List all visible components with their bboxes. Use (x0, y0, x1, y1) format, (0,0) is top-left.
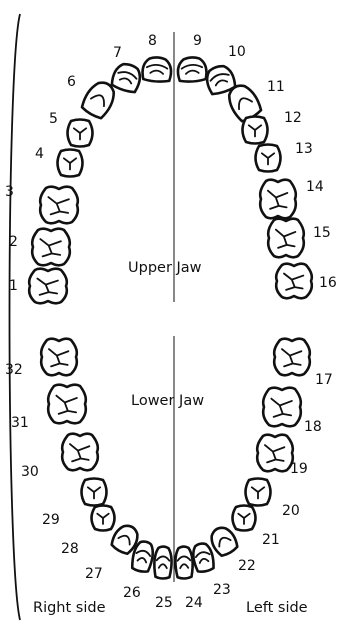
tooth-2[interactable] (32, 229, 70, 266)
tooth-number-9: 9 (193, 33, 202, 49)
tooth-17[interactable] (274, 339, 310, 376)
upper-jaw-label: Upper Jaw (128, 260, 202, 276)
tooth-8-crown (142, 57, 172, 83)
tooth-number-31: 31 (11, 415, 29, 431)
tooth-number-18: 18 (304, 419, 322, 435)
tooth-number-19: 19 (290, 461, 308, 477)
tooth-number-7: 7 (113, 45, 122, 61)
left-bracket (10, 14, 21, 620)
tooth-7[interactable] (110, 61, 143, 94)
right-side-label: Right side (33, 600, 106, 616)
tooth-number-14: 14 (306, 179, 324, 195)
tooth-number-32: 32 (5, 362, 23, 378)
tooth-number-15: 15 (313, 225, 331, 241)
tooth-30[interactable] (62, 434, 98, 471)
tooth-3[interactable] (40, 187, 78, 224)
tooth-number-8: 8 (148, 33, 157, 49)
tooth-number-3: 3 (5, 184, 14, 200)
tooth-1[interactable] (29, 269, 67, 304)
tooth-23-crown (191, 542, 215, 573)
tooth-number-10: 10 (228, 44, 246, 60)
tooth-23[interactable] (191, 542, 215, 573)
tooth-15-crown (268, 219, 304, 258)
tooth-19-crown (257, 435, 293, 472)
tooth-28[interactable] (92, 506, 115, 531)
left-side-label: Left side (246, 600, 308, 616)
tooth-31-crown (48, 385, 86, 424)
tooth-number-12: 12 (284, 110, 302, 126)
tooth-32-crown (41, 339, 77, 376)
tooth-number-22: 22 (238, 558, 256, 574)
tooth-9-crown (177, 57, 207, 83)
tooth-number-30: 30 (21, 464, 39, 480)
tooth-number-16: 16 (319, 275, 337, 291)
tooth-25-crown (154, 546, 172, 579)
teeth-layer (29, 57, 312, 579)
tooth-18[interactable] (263, 388, 301, 427)
tooth-number-20: 20 (282, 503, 300, 519)
lower-jaw-label: Lower Jaw (131, 393, 204, 409)
tooth-number-27: 27 (85, 566, 103, 582)
tooth-9[interactable] (177, 57, 207, 83)
tooth-number-21: 21 (262, 532, 280, 548)
tooth-number-24: 24 (185, 595, 203, 611)
tooth-number-11: 11 (267, 79, 285, 95)
tooth-25[interactable] (154, 546, 172, 579)
tooth-2-crown (32, 229, 70, 266)
tooth-number-4: 4 (35, 146, 44, 162)
tooth-7-crown (110, 61, 143, 94)
tooth-15[interactable] (268, 219, 304, 258)
tooth-5[interactable] (68, 120, 93, 147)
tooth-3-crown (40, 187, 78, 224)
tooth-21[interactable] (233, 506, 256, 531)
tooth-number-1: 1 (9, 278, 18, 294)
tooth-number-6: 6 (67, 74, 76, 90)
tooth-number-29: 29 (42, 512, 60, 528)
tooth-number-17: 17 (315, 372, 333, 388)
tooth-number-23: 23 (213, 582, 231, 598)
tooth-number-5: 5 (49, 111, 58, 127)
tooth-number-26: 26 (123, 585, 141, 601)
tooth-13[interactable] (256, 145, 281, 172)
tooth-19[interactable] (257, 435, 293, 472)
tooth-29[interactable] (82, 479, 107, 506)
tooth-4[interactable] (58, 150, 83, 177)
tooth-31[interactable] (48, 385, 86, 424)
tooth-32[interactable] (41, 339, 77, 376)
tooth-8[interactable] (142, 57, 172, 83)
tooth-12[interactable] (243, 117, 268, 144)
tooth-number-13: 13 (295, 141, 313, 157)
tooth-16-crown (276, 264, 312, 299)
tooth-14[interactable] (260, 180, 296, 219)
tooth-14-crown (260, 180, 296, 219)
tooth-number-2: 2 (9, 234, 18, 250)
tooth-30-crown (62, 434, 98, 471)
tooth-1-crown (29, 269, 67, 304)
tooth-16[interactable] (276, 264, 312, 299)
tooth-17-crown (274, 339, 310, 376)
tooth-24[interactable] (175, 546, 193, 579)
tooth-24-crown (175, 546, 193, 579)
tooth-20[interactable] (246, 479, 271, 506)
tooth-number-28: 28 (61, 541, 79, 557)
tooth-number-25: 25 (155, 595, 173, 611)
tooth-18-crown (263, 388, 301, 427)
